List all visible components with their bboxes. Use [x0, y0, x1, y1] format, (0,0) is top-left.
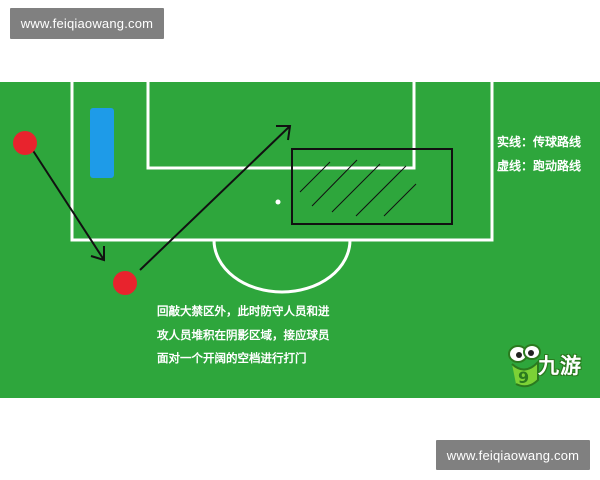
- penalty-box: [70, 82, 494, 242]
- goal-area: [146, 82, 416, 170]
- player-dot-icon: [113, 271, 137, 295]
- pitch-lines: [13, 82, 494, 295]
- watermark-top: www.feiqiaowang.com: [10, 8, 164, 39]
- logo-text: 九游: [538, 354, 582, 378]
- pass-arrows: [29, 125, 292, 271]
- legend-dashed: 虚线：跑动路线: [497, 159, 582, 173]
- legend-solid: 实线：传球路线: [497, 135, 582, 149]
- penalty-spot: [275, 199, 281, 205]
- zone-hatching: [299, 159, 417, 217]
- legend: 实线：传球路线 虚线：跑动路线: [497, 130, 581, 178]
- crowded-zone: [291, 148, 453, 225]
- arrow-head: [90, 246, 105, 262]
- watermark-bottom: www.feiqiaowang.com: [436, 440, 590, 470]
- pass-arrow-icon: [29, 145, 105, 261]
- arrow-head: [276, 125, 292, 141]
- svg-text:9: 9: [518, 368, 529, 387]
- penalty-arc: [212, 239, 352, 294]
- pitch-diagram: 实线：传球路线 虚线：跑动路线 回敲大禁区外，此时防守人员和进 攻人员堆积在阴影…: [0, 82, 600, 398]
- pass-arrow-icon: [139, 125, 291, 271]
- logo: 9 九游: [498, 336, 598, 392]
- caption-line-1: 回敲大禁区外，此时防守人员和进: [157, 304, 330, 318]
- player-dot-icon: [13, 131, 37, 155]
- caption-line-2: 攻人员堆积在阴影区域，接应球员: [157, 327, 330, 342]
- caption-line-3: 面对一个开阔的空档进行打门: [157, 351, 307, 365]
- caption: 回敲大禁区外，此时防守人员和进 攻人员堆积在阴影区域，接应球员 面对一个开阔的空…: [157, 300, 330, 371]
- frog-logo-icon: 9: [508, 344, 541, 388]
- defender-bar-icon: [90, 108, 114, 178]
